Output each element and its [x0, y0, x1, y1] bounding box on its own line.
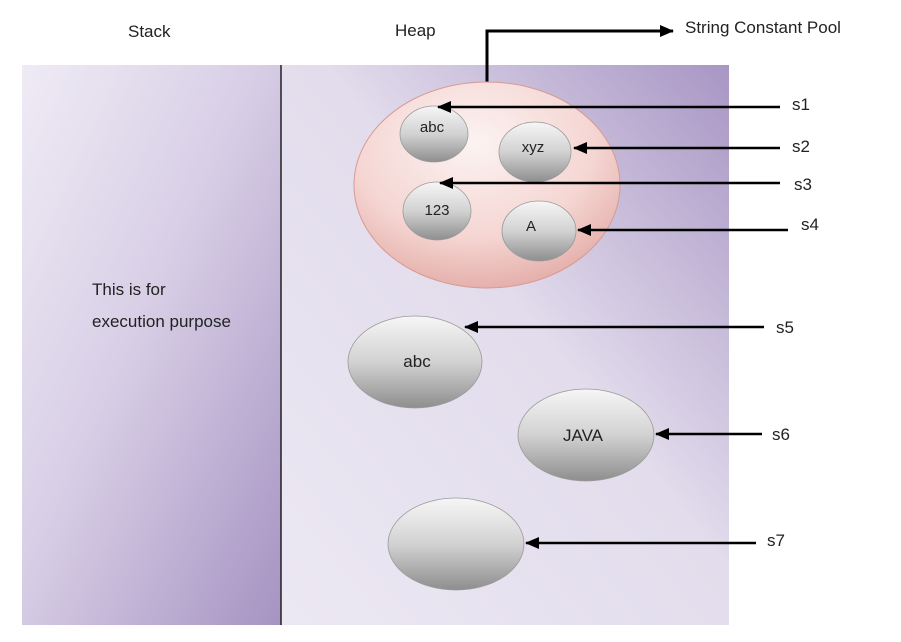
heap-string-java-label: JAVA — [563, 426, 604, 445]
ref-label-s7: s7 — [767, 531, 785, 550]
pool-string-a: A — [501, 200, 577, 262]
ref-label-s6: s6 — [772, 425, 790, 444]
ref-label-s4: s4 — [801, 215, 819, 234]
pool-header-connector — [485, 25, 674, 84]
stack-description: This is for execution purpose — [92, 280, 231, 331]
heap-string-abc-label: abc — [403, 352, 431, 371]
heap-string-empty — [387, 497, 525, 591]
heap-string-abc: abc — [347, 315, 483, 409]
pool-string-abc: abc — [399, 105, 469, 163]
pool-string-a-label: A — [526, 218, 536, 235]
pool-header: String Constant Pool — [685, 18, 841, 37]
ref-label-s2: s2 — [792, 137, 810, 156]
pool-string-abc-label: abc — [420, 119, 445, 136]
ref-label-s1: s1 — [792, 95, 810, 114]
pool-string-123: 123 — [402, 181, 472, 241]
ref-label-s3: s3 — [794, 175, 812, 194]
string-constant-pool — [353, 81, 621, 289]
pool-string-xyz-label: xyz — [522, 139, 545, 156]
stack-header: Stack — [128, 22, 171, 41]
stack-panel — [22, 65, 281, 625]
heap-header: Heap — [395, 21, 436, 40]
pool-string-xyz: xyz — [498, 121, 572, 183]
pool-string-123-label: 123 — [424, 202, 449, 219]
ref-label-s5: s5 — [776, 318, 794, 337]
heap-string-java: JAVA — [517, 388, 655, 482]
